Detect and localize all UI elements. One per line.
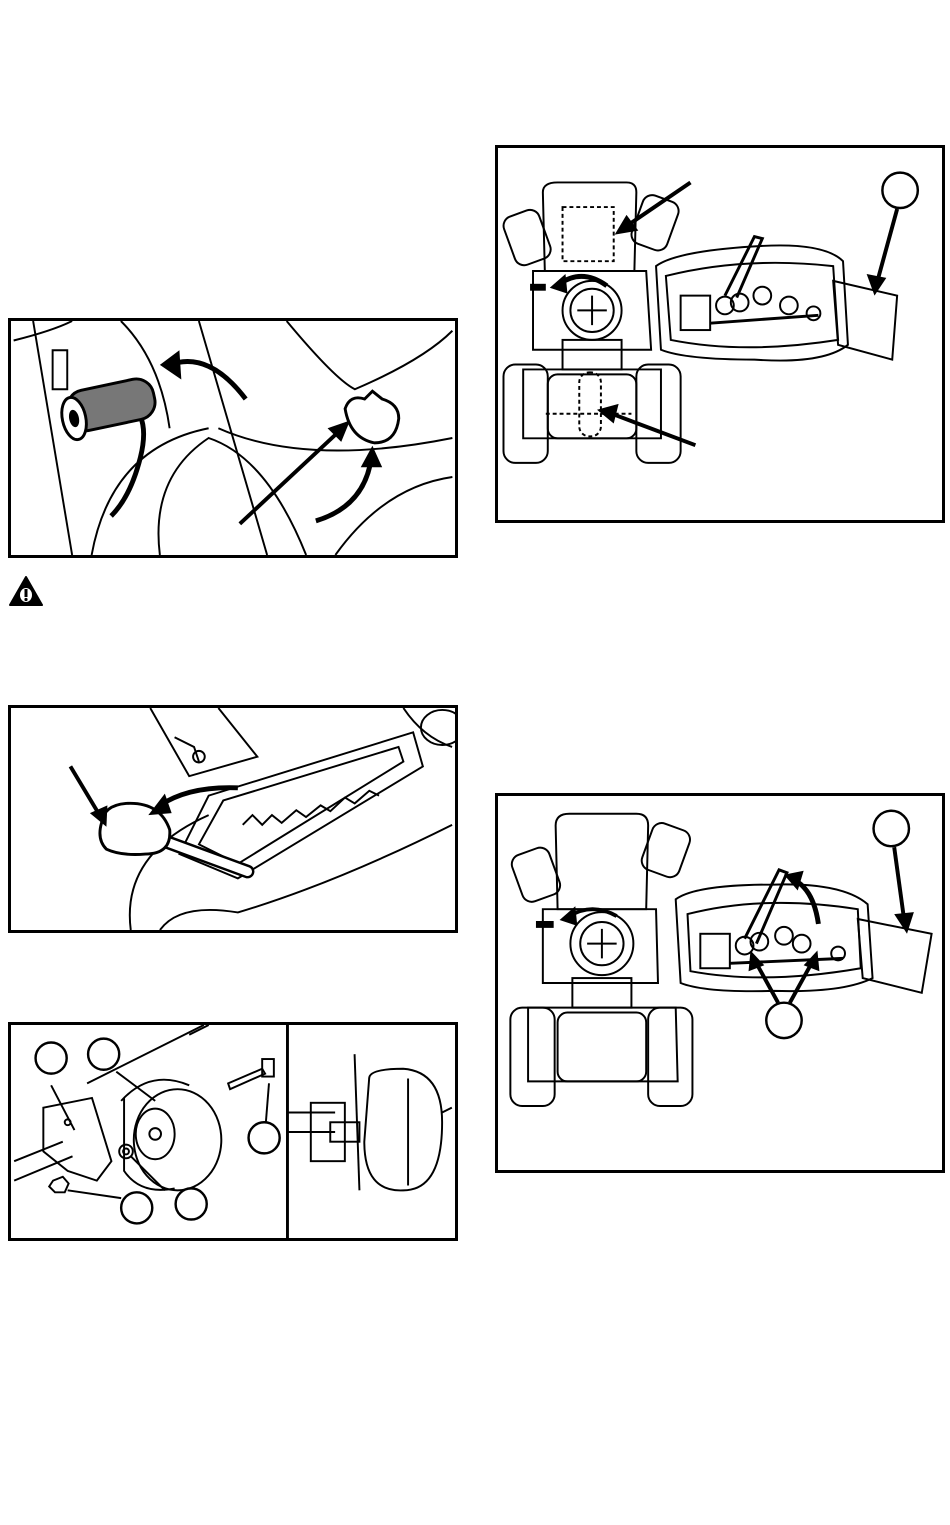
parking-brake-illustration <box>11 321 455 555</box>
callout-circle <box>36 1043 67 1074</box>
figure-deck-lift <box>8 705 458 933</box>
callout-circle <box>249 1122 280 1153</box>
callout-circle <box>88 1039 119 1070</box>
callout-circle <box>882 173 917 208</box>
tractor-deck-belt-illustration <box>498 796 942 1170</box>
callout-circle <box>874 811 909 846</box>
callout-circle <box>121 1192 152 1223</box>
callout-circle <box>766 1003 801 1038</box>
warning-triangle-icon <box>9 575 43 607</box>
deck-lift-illustration <box>11 708 455 930</box>
lever-handle-icon <box>345 391 399 443</box>
curved-arrow-icon <box>160 350 246 399</box>
figure-tractor-deck-top <box>495 145 945 523</box>
figure-tractor-deck-belt <box>495 793 945 1173</box>
tractor-deck-top-illustration <box>498 148 942 520</box>
figure-parking-brake <box>8 318 458 558</box>
callout-circle <box>176 1188 207 1219</box>
curved-arrow-icon <box>148 788 238 815</box>
figure-gauge-wheel <box>8 1022 458 1241</box>
gauge-wheel-illustration <box>11 1025 455 1238</box>
